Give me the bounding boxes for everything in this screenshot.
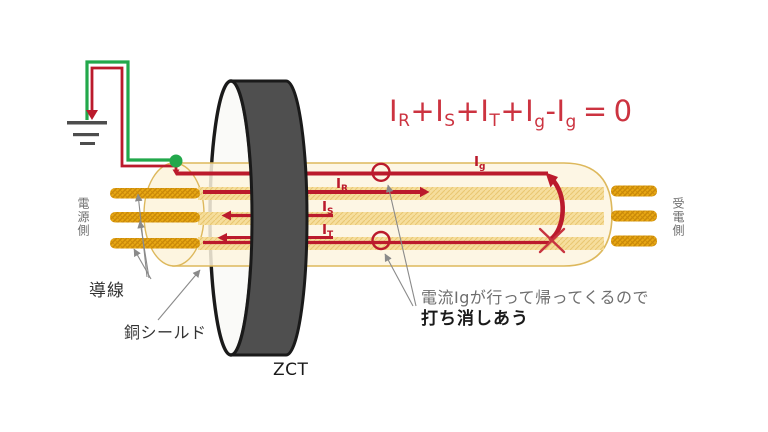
is-arrow-left — [221, 210, 231, 221]
ground-arrow-down — [86, 110, 98, 120]
ground-bar-2 — [73, 133, 99, 137]
ir-arrow-right — [420, 186, 430, 198]
label-is: IS — [322, 199, 334, 217]
label-ir: IR — [336, 176, 348, 194]
ground-bar-3 — [80, 142, 95, 145]
zct-label: ZCT — [273, 360, 309, 380]
conductor-bar-left-t — [110, 238, 200, 249]
ground-wire-red — [90, 66, 178, 170]
conductor-bars-right — [611, 185, 657, 247]
ct-circle-bottom — [371, 230, 391, 251]
source-side-label: 電源側 — [76, 197, 90, 238]
conductor-bar-left-r — [110, 188, 200, 199]
ig-return-arc — [548, 175, 565, 242]
fault-x-mark — [538, 227, 566, 254]
conductor-label: 導線 — [89, 281, 125, 301]
formula: IR+IS+IT+Ig-Ig=0 — [389, 94, 633, 132]
arc-arrowhead — [545, 172, 558, 188]
note-line2: 打ち消しあう — [421, 308, 529, 329]
label-it: IT — [322, 222, 334, 240]
load-side-label: 受電側 — [671, 197, 685, 238]
ground-symbol — [67, 121, 107, 145]
zct-ring-band — [230, 79, 309, 357]
conductor-leader-3 — [133, 248, 152, 280]
it-arrow-left — [217, 233, 227, 243]
label-ig: Ig — [474, 154, 485, 172]
junction-dot — [169, 154, 183, 168]
shield-leader — [157, 269, 201, 321]
ground-wire-green — [85, 60, 172, 162]
fault-x-stroke-2 — [538, 227, 566, 254]
conductor-leader-2 — [137, 220, 150, 279]
ground-bar-1 — [67, 121, 107, 125]
conductor-bars-left — [110, 188, 200, 249]
ct-circle-top — [371, 162, 391, 183]
note-leader-bottom — [384, 253, 414, 307]
conductor-bar-right-r — [611, 185, 657, 197]
conductor-bar-left-s — [110, 212, 200, 223]
conductor-bar-right-s — [611, 210, 657, 222]
copper-shield-label: 銅シールド — [124, 323, 207, 342]
conductor-bar-right-t — [611, 235, 657, 247]
note-leader-top — [385, 184, 417, 307]
note-line1: 電流Igが行って帰ってくるので — [421, 288, 649, 307]
